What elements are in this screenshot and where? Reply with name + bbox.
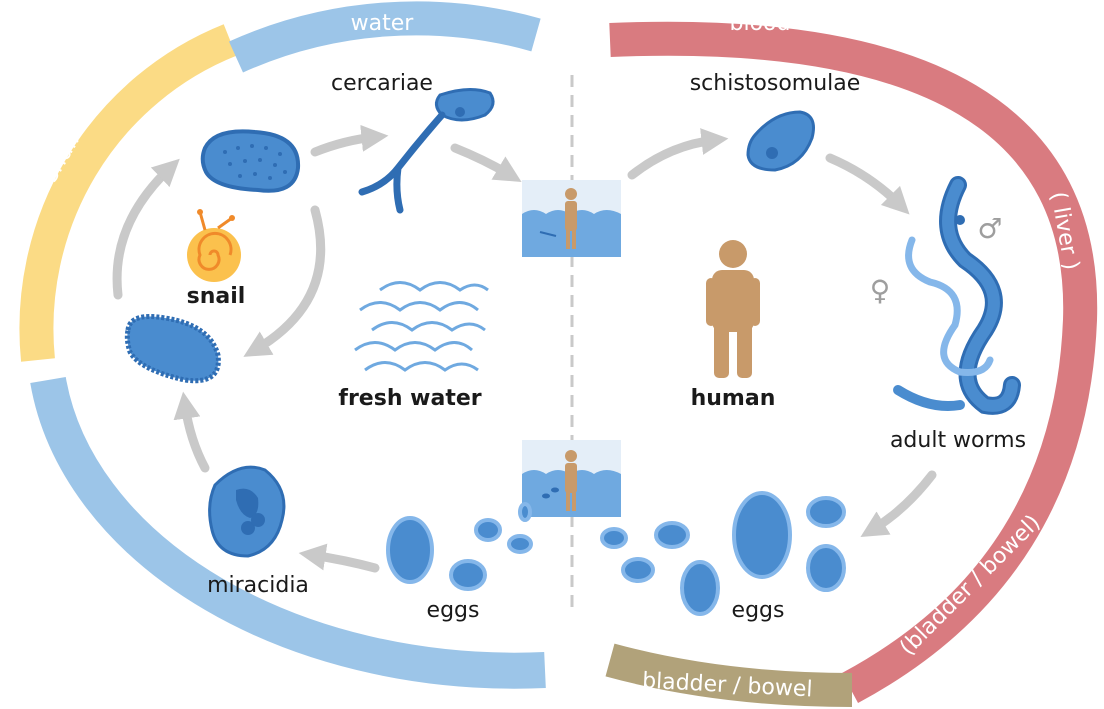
- sporocyst-bottom: [124, 314, 221, 384]
- water-human-box-bottom: [522, 440, 621, 517]
- arrow-miracidia-to-snail: [173, 391, 210, 473]
- snail-tissue-arc: [19, 24, 237, 362]
- male-symbol: ♂: [977, 212, 1002, 245]
- cycle-arrows: [112, 124, 937, 573]
- arrow-cercariae-to-water: [450, 143, 522, 182]
- label-eggs-left: eggs: [427, 598, 480, 623]
- adult-worms-icon: [893, 176, 1021, 415]
- snail-icon: [187, 209, 241, 282]
- water-top-arc: [229, 1, 541, 73]
- human-icon: [706, 240, 760, 378]
- bladder-bowel-arc: [605, 643, 853, 707]
- schistosomulae-icon: [746, 110, 815, 172]
- arrow-eggs-to-miracidia: [298, 543, 380, 573]
- label-cercariae: cercariae: [331, 71, 433, 96]
- label-adult-worms: adult worms: [890, 428, 1026, 453]
- eggs-right-group: [600, 491, 846, 616]
- arrow-inner-left: [112, 158, 180, 300]
- sporocyst-top: [200, 129, 301, 193]
- cycle-arcs: [19, 1, 1098, 707]
- arrow-inner-right: [243, 205, 326, 357]
- label-human: human: [691, 386, 776, 411]
- miracidium-icon: [208, 465, 286, 558]
- arrow-sporocyst-to-cercariae: [310, 124, 389, 157]
- cercariae-icon: [358, 88, 495, 214]
- fresh-water-icon: [354, 281, 489, 372]
- blood-arc: [609, 21, 1098, 703]
- water-bottom-arc: [30, 376, 546, 689]
- eggs-left-group: [386, 502, 533, 591]
- arrow-worms-to-eggs: [860, 470, 937, 537]
- arrow-water-to-schistosomulae: [627, 128, 729, 180]
- female-symbol: ♀: [870, 274, 891, 307]
- label-schistosomulae: schistosomulae: [690, 71, 861, 96]
- arrow-schistosomulae-to-worms: [825, 153, 910, 215]
- label-fresh-water: fresh water: [338, 386, 481, 411]
- arc-label-water-top: water: [351, 11, 415, 36]
- label-eggs-right: eggs: [732, 598, 785, 623]
- label-snail: snail: [187, 284, 246, 309]
- arc-label-blood: blood: [730, 11, 791, 36]
- water-human-box-top: [522, 180, 621, 257]
- label-miracidia: miracidia: [207, 573, 309, 598]
- arc-label-bladder-bowel-paren: (bladder / bowel): [895, 510, 1045, 660]
